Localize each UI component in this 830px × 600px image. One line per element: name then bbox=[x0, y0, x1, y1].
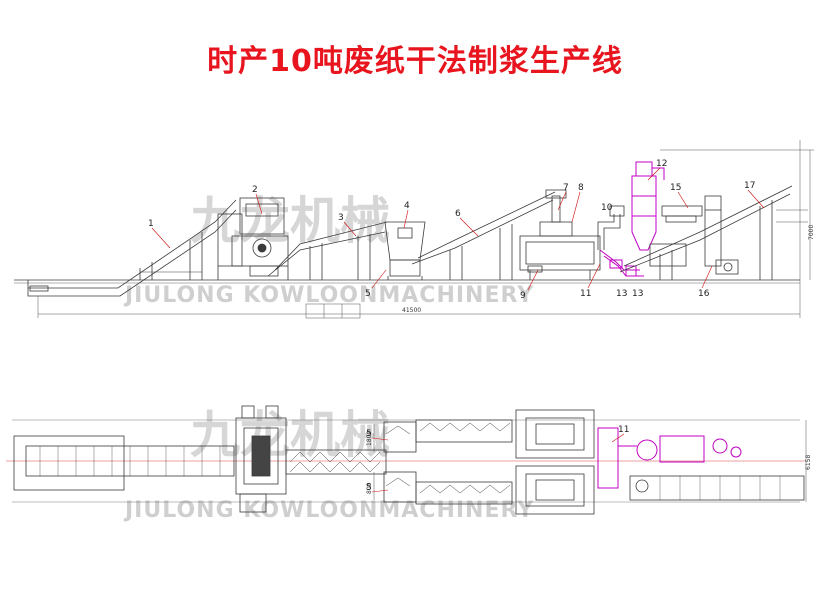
plan-pulper-lower bbox=[515, 465, 595, 515]
label-2: 2 bbox=[252, 185, 258, 195]
plan-leader-lines bbox=[371, 433, 625, 493]
label-15: 15 bbox=[670, 183, 681, 193]
plan-label-5-lower: 5 bbox=[366, 483, 372, 493]
plan-label-5-upper: 5 bbox=[366, 429, 372, 439]
hopper-4 bbox=[384, 221, 426, 280]
label-6: 6 bbox=[455, 209, 461, 219]
plan-dim-gap-top: 1800 bbox=[366, 431, 373, 446]
pulper-7-8-9 bbox=[519, 189, 601, 280]
watermark-bottom: 九龙机械 JIULONG KOWLOONMACHINERY bbox=[123, 406, 534, 523]
label-16: 16 bbox=[698, 289, 710, 299]
cyclone-12 bbox=[599, 161, 665, 277]
page-title: 时产10吨废纸干法制浆生产线 bbox=[207, 44, 623, 79]
dim-overall-height-text: 7000 bbox=[808, 225, 815, 240]
elevation-annotations: 1 2 3 4 5 6 7 8 9 10 11 12 13 13 15 16 1… bbox=[148, 159, 815, 314]
plan-pulper-upper bbox=[515, 409, 595, 459]
label-5: 5 bbox=[365, 289, 371, 299]
conveyor-3 bbox=[267, 221, 388, 280]
leader-lines bbox=[151, 167, 765, 291]
watermark-cn-top: 九龙机械 bbox=[190, 192, 390, 250]
label-10: 10 bbox=[601, 203, 613, 213]
dust-collector-15 bbox=[661, 195, 739, 275]
plan-annotations: 5 5 11 6158 1800 800 bbox=[366, 425, 812, 494]
label-8: 8 bbox=[578, 183, 584, 193]
label-11: 11 bbox=[580, 289, 591, 299]
label-1: 1 bbox=[148, 219, 154, 229]
plan-dim-gap-bottom: 800 bbox=[366, 482, 373, 494]
plan-shredder-2 bbox=[235, 405, 287, 513]
watermark-cn-bottom: 九龙机械 bbox=[190, 406, 390, 464]
watermark-top: 九龙机械 JIULONG KOWLOONMACHINERY bbox=[123, 192, 533, 308]
conveyor-1 bbox=[27, 199, 237, 297]
label-17: 17 bbox=[744, 181, 755, 191]
plan-conveyor-6-upper bbox=[415, 419, 513, 443]
label-13a: 13 bbox=[616, 289, 627, 299]
label-3: 3 bbox=[338, 213, 344, 223]
label-9: 9 bbox=[520, 291, 526, 301]
conveyor-6 bbox=[411, 191, 556, 280]
plan-view bbox=[6, 405, 807, 515]
plan-dim-width: 6158 bbox=[805, 455, 812, 470]
elevation-view bbox=[14, 140, 814, 319]
plan-conveyor-6-lower bbox=[415, 481, 513, 505]
label-13b: 13 bbox=[632, 289, 643, 299]
plan-label-11: 11 bbox=[618, 425, 629, 435]
plan-cyclone bbox=[597, 427, 742, 489]
plan-output-conveyor bbox=[629, 475, 805, 501]
plan-conveyor-3 bbox=[285, 449, 387, 475]
label-4: 4 bbox=[404, 201, 410, 211]
plan-conveyor-1 bbox=[13, 435, 235, 491]
dim-overall-length-text: 41500 bbox=[402, 307, 421, 314]
label-7: 7 bbox=[563, 183, 569, 193]
shredder-2 bbox=[217, 197, 289, 280]
dim-overall-height bbox=[660, 149, 814, 280]
label-12: 12 bbox=[656, 159, 667, 169]
watermark-en-bottom: JIULONG KOWLOONMACHINERY bbox=[123, 498, 534, 523]
fan-duct-10 bbox=[597, 205, 625, 250]
dim-overall-length bbox=[37, 140, 801, 319]
conveyor-16-17 bbox=[619, 185, 793, 280]
